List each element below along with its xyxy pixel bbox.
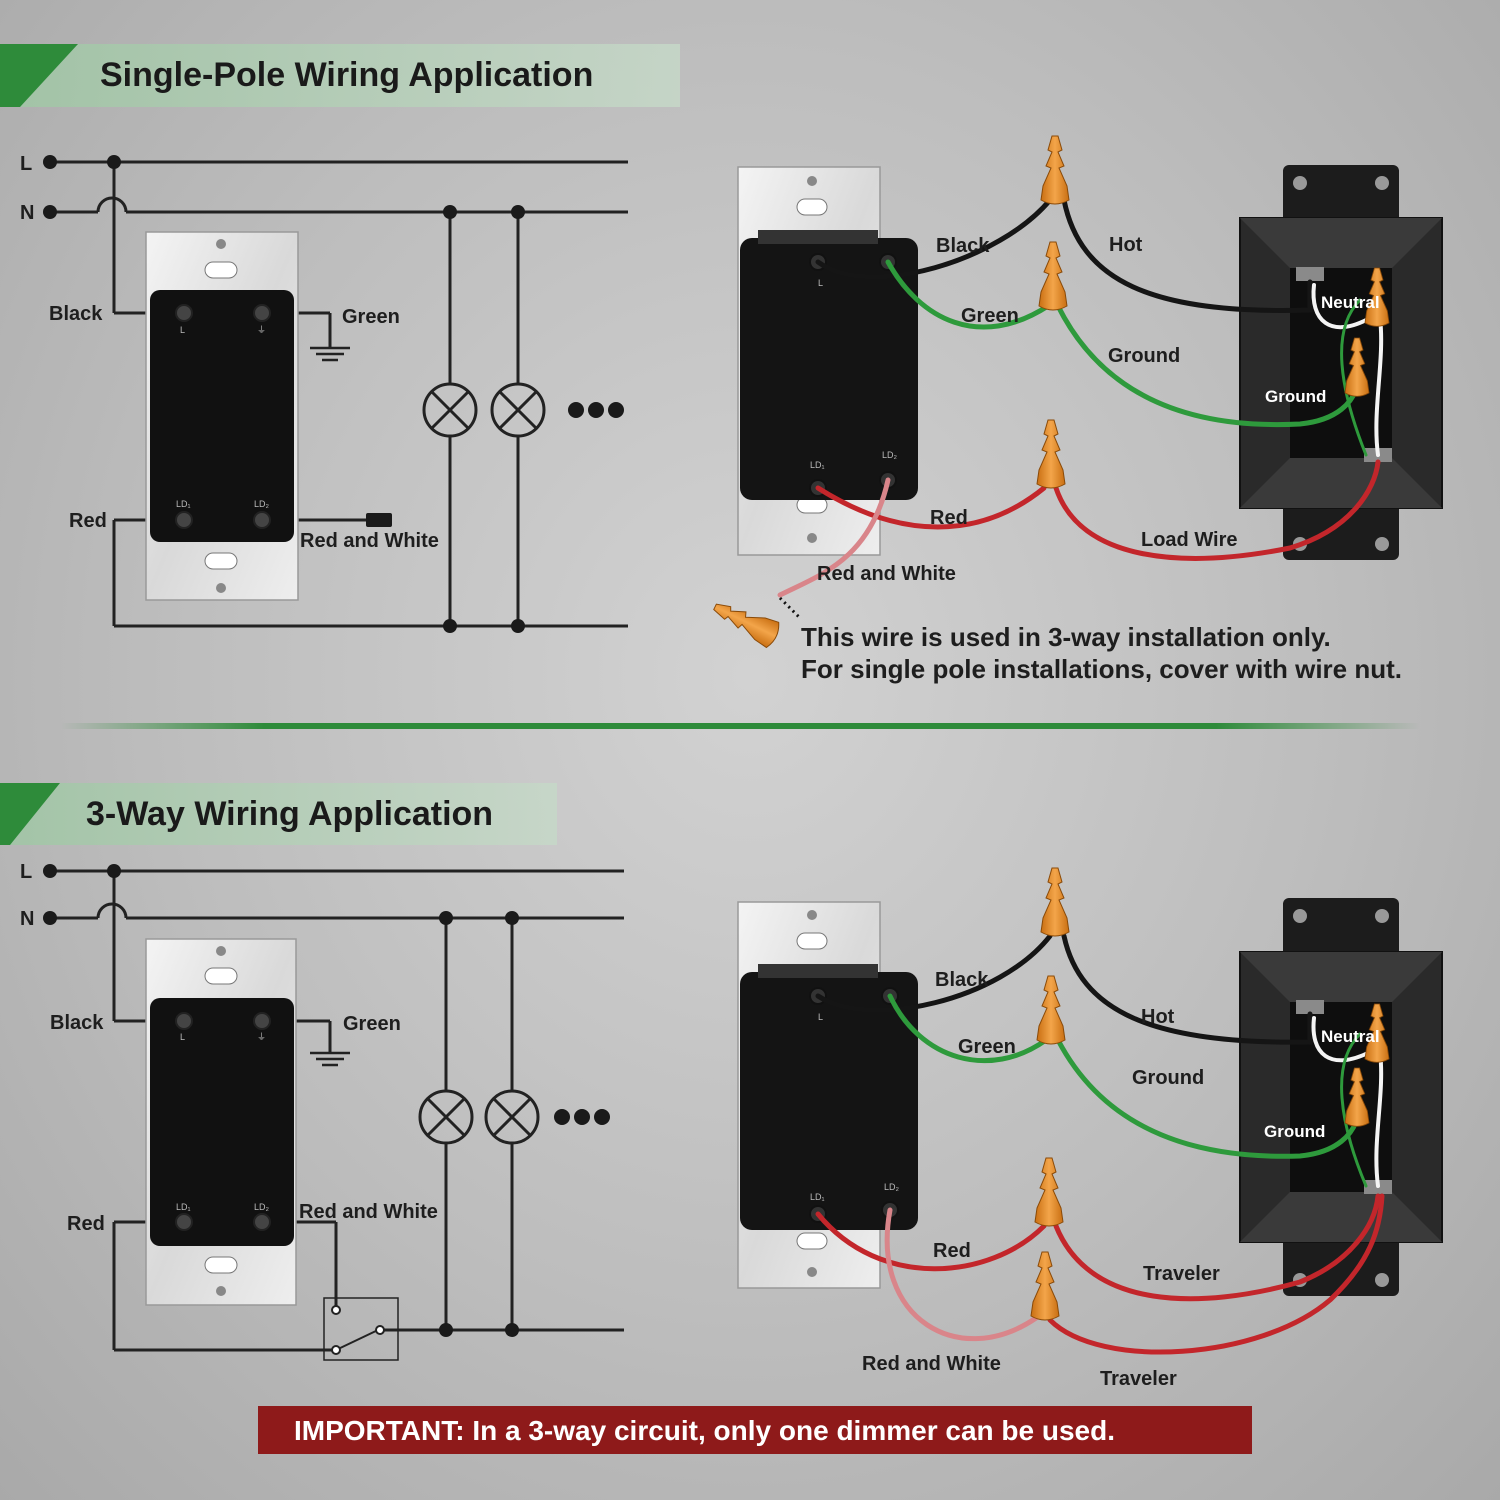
section2-schematic-dots [43,864,610,1355]
s2p-ground-label: Ground [1132,1067,1204,1089]
s1p-box-ground-label: Ground [1265,387,1326,406]
section1-wires [777,197,1384,598]
svg-text:L: L [818,278,823,288]
section1-title: Single-Pole Wiring Application [100,56,593,94]
s1-red-label: Red [69,510,107,532]
s1-note-line2: For single pole installations, cover wit… [801,654,1402,684]
s1-red-white-label: Red and White [300,530,439,552]
s1-green-label: Green [342,306,400,328]
s2-red-white-label: Red and White [299,1201,438,1223]
section1-schematic-dots [43,155,624,633]
s1-black-label: Black [49,303,103,325]
svg-text:LD₁: LD₁ [810,460,825,470]
s2p-green-label: Green [958,1036,1016,1058]
s2-green-label: Green [343,1013,401,1035]
svg-text:⏚: ⏚ [257,1032,266,1042]
s1p-ground-label: Ground [1108,345,1180,367]
important-banner: IMPORTANT: In a 3-way circuit, only one … [258,1406,1252,1454]
s1p-neutral-label: Neutral [1321,293,1380,312]
s2-line-label: L [20,861,32,883]
svg-text:LD₁: LD₁ [810,1192,825,1202]
s2p-traveler1-label: Traveler [1143,1263,1220,1285]
section-divider [60,723,1420,729]
svg-text:LD₂: LD₂ [254,1202,270,1212]
s2p-black-label: Black [935,969,989,991]
s1p-red-white-label: Red and White [817,563,956,585]
s1p-red-label: Red [930,507,968,529]
section1-schematic [50,160,628,628]
s1p-load-label: Load Wire [1141,529,1238,551]
important-text: IMPORTANT: In a 3-way circuit, only one … [294,1415,1115,1446]
s2-red-label: Red [67,1213,105,1235]
section2-pictorial-switch: L LD₁ LD₂ [737,901,918,1289]
svg-text:LD₂: LD₂ [884,1182,900,1192]
s1p-hot-label: Hot [1109,234,1143,256]
svg-text:L: L [180,325,185,335]
svg-text:⏚: ⏚ [257,325,266,335]
s1-line-label: L [20,153,32,175]
section1-header: Single-Pole Wiring Application [0,44,680,107]
section2-schematic [50,869,624,1361]
s2p-hot-label: Hot [1141,1006,1175,1028]
svg-text:LD₁: LD₁ [176,499,191,509]
svg-text:LD₁: LD₁ [176,1202,191,1212]
s1-note-line1: This wire is used in 3-way installation … [801,622,1331,652]
s1p-black-label: Black [936,235,990,257]
svg-text:LD₂: LD₂ [882,450,898,460]
s2p-box-ground-label: Ground [1264,1122,1325,1141]
section2-wires [815,933,1385,1355]
section2-title: 3-Way Wiring Application [86,795,493,833]
section1-dimmer-switch: L ⏚ LD₁ LD₂ [145,231,299,601]
s2p-neutral-label: Neutral [1321,1027,1380,1046]
section2-dimmer-switch: L ⏚ LD₁ LD₂ [145,938,297,1306]
s2p-traveler2-label: Traveler [1100,1368,1177,1390]
s1-neutral-label: N [20,202,34,224]
s2p-red-white-label: Red and White [862,1353,1001,1375]
section2-header: 3-Way Wiring Application [0,783,557,845]
svg-text:LD₂: LD₂ [254,499,270,509]
s2p-red-label: Red [933,1240,971,1262]
s2-black-label: Black [50,1012,104,1034]
svg-text:L: L [818,1012,823,1022]
s2-neutral-label: N [20,908,34,930]
svg-text:L: L [180,1032,185,1042]
s1p-green-label: Green [961,305,1019,327]
section1-pictorial-switch: L LD₁ LD₂ [737,166,918,556]
